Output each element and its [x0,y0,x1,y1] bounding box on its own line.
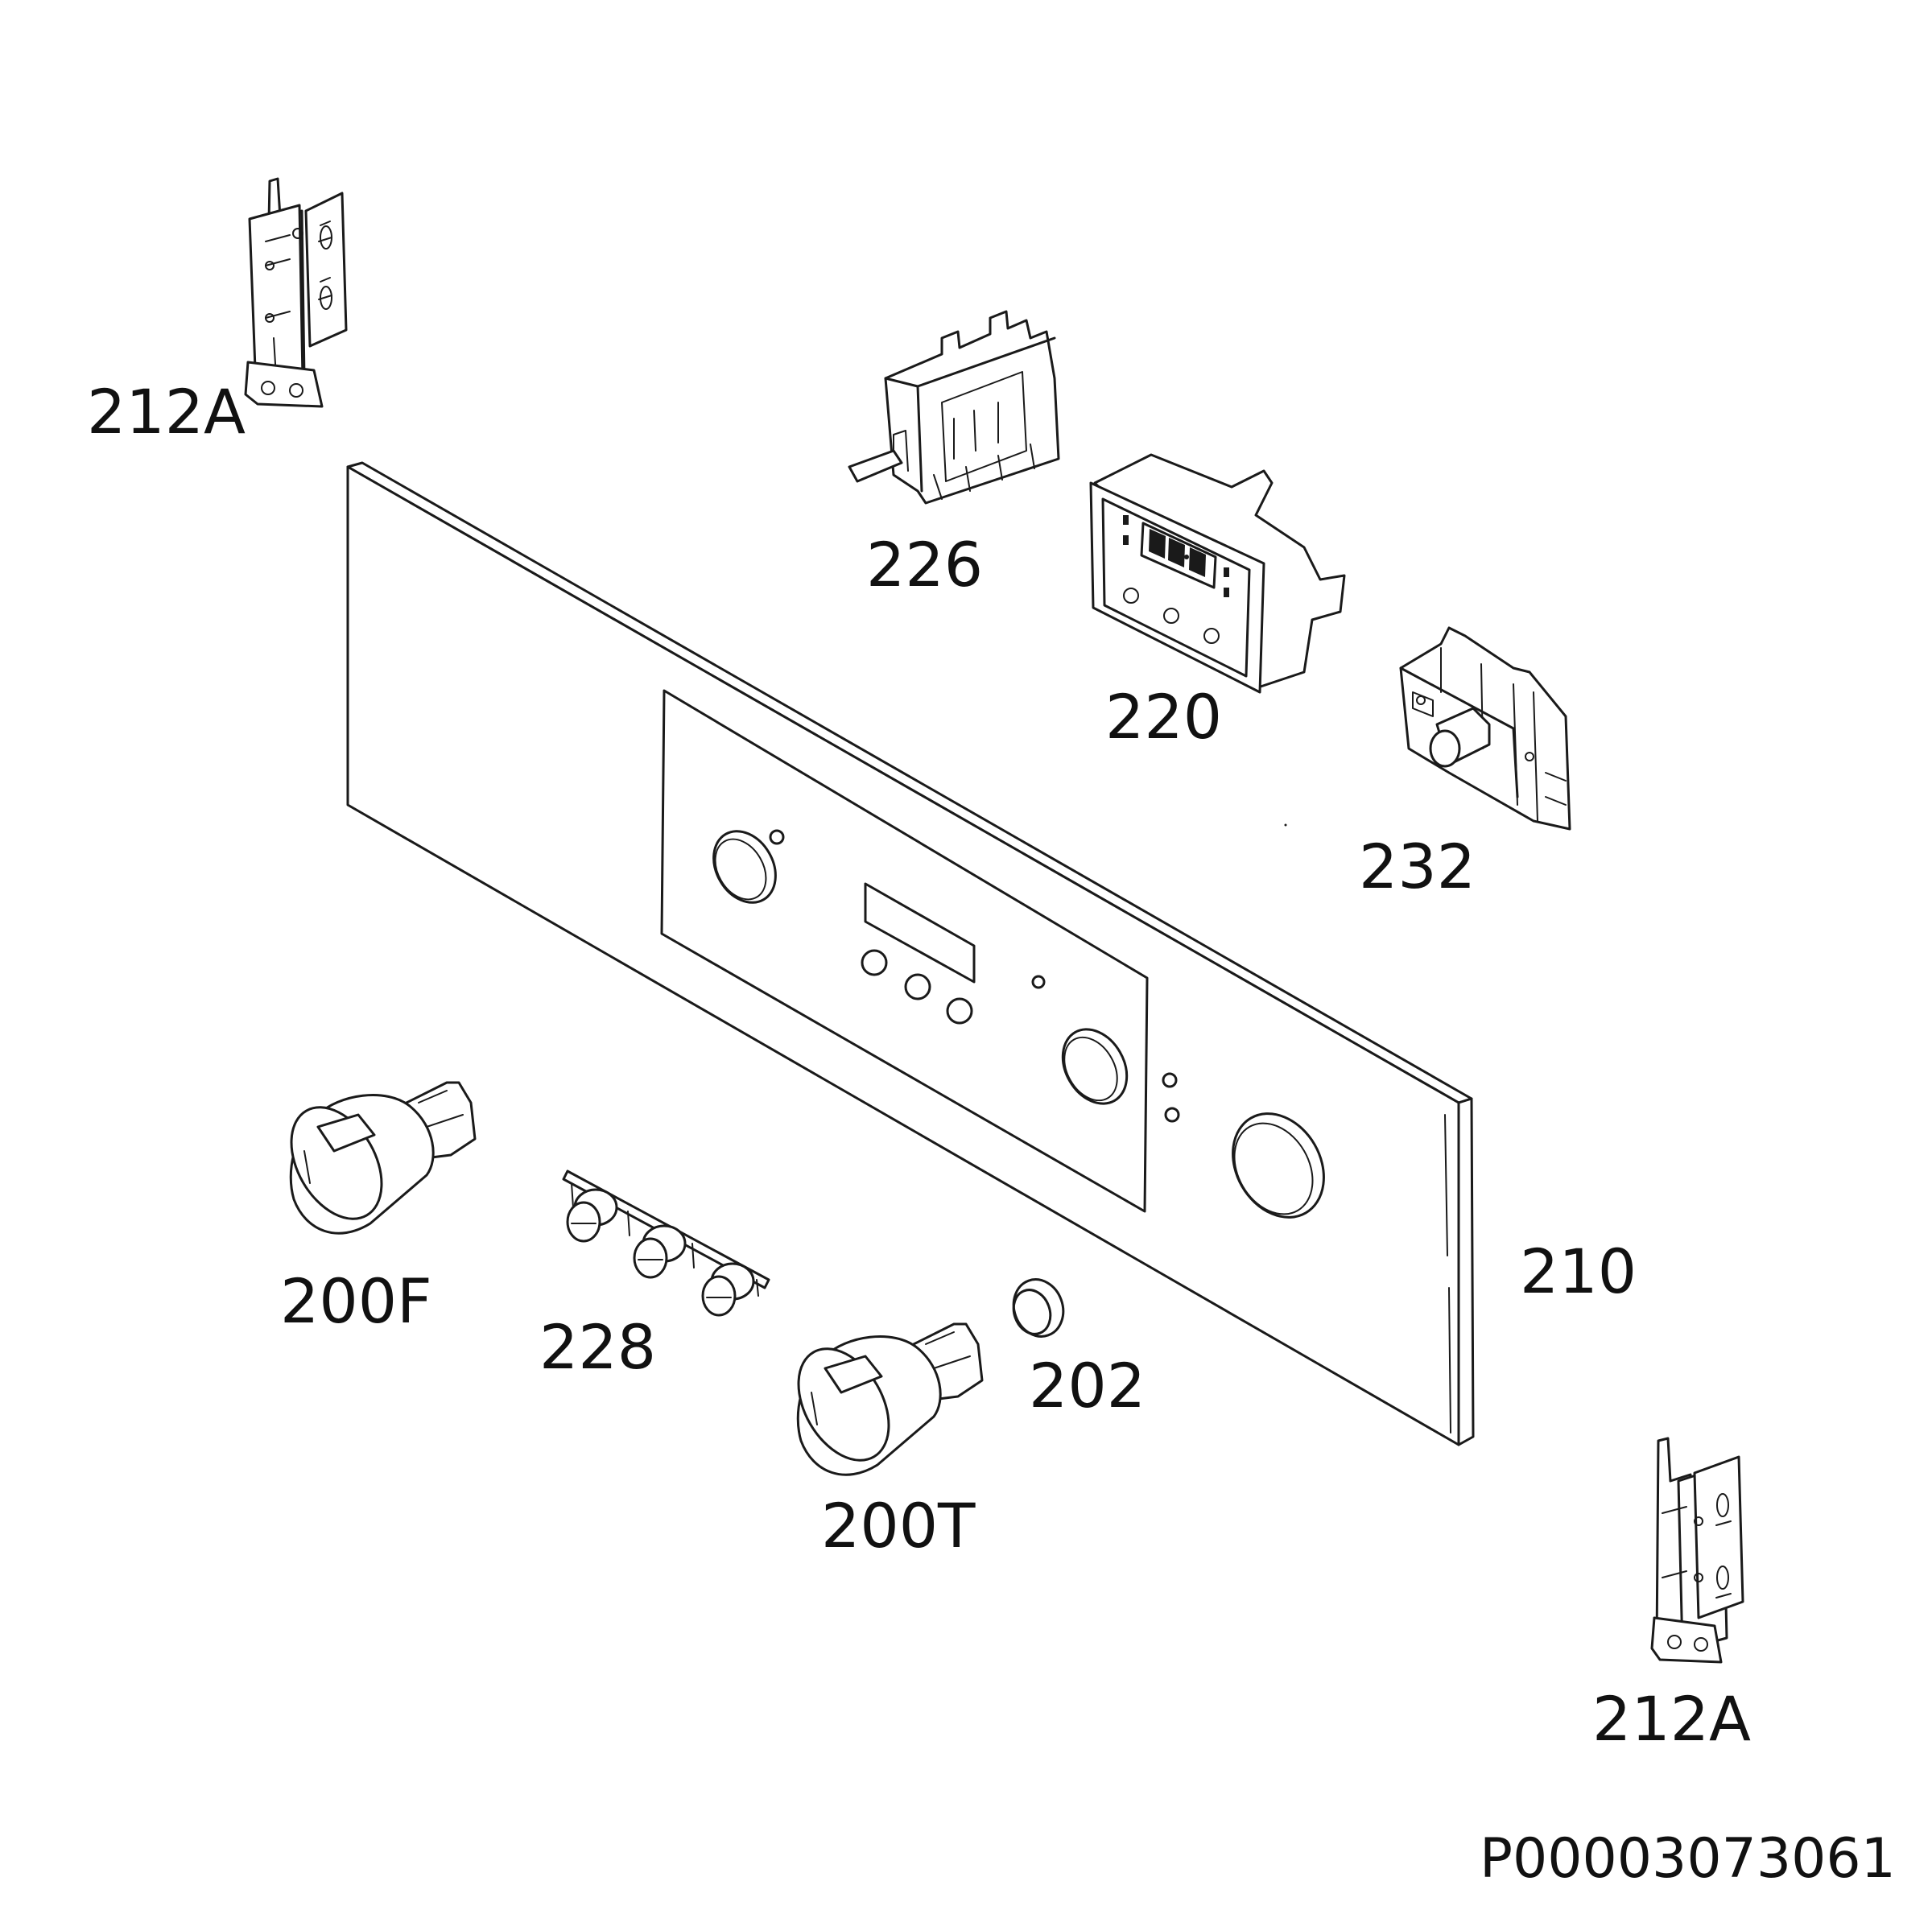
knob-function-drawing [289,1081,477,1235]
timer-button-2-icon [1163,608,1179,624]
thermostat-label: 232 [1359,831,1476,902]
selector-switch-label: 226 [866,529,983,600]
hinge-top-label: 212A [87,376,246,448]
push-button-2-icon [633,1224,687,1279]
ring-label: 202 [1029,1350,1146,1421]
push-button-3-icon [701,1262,755,1317]
electronic-timer-drawing [1089,453,1346,694]
ring-drawing [1012,1278,1065,1338]
timer-digits [1149,529,1206,577]
hinge-bottom-label: 212A [1592,1683,1751,1755]
control-panel-label: 210 [1520,1236,1637,1307]
hinge-bottom-drawing [1650,1437,1744,1664]
selector-switch-drawing [848,310,1060,505]
drawing-code: P00003073061 [1480,1827,1896,1891]
knob-temperature-label: 200T [821,1490,976,1561]
timer-button-1-icon [1123,588,1139,604]
knob-temperature-drawing [796,1322,984,1476]
push-buttons-drawing [562,1170,770,1317]
electronic-timer-label: 220 [1105,681,1222,753]
push-button-1-icon [566,1188,618,1243]
timer-button-3-icon [1203,628,1220,644]
push-buttons-label: 228 [539,1311,656,1383]
thermostat-drawing [1399,626,1571,831]
control-panel-drawing [346,461,1475,1446]
knob-function-label: 200F [280,1265,432,1337]
hinge-top-drawing [244,177,348,408]
